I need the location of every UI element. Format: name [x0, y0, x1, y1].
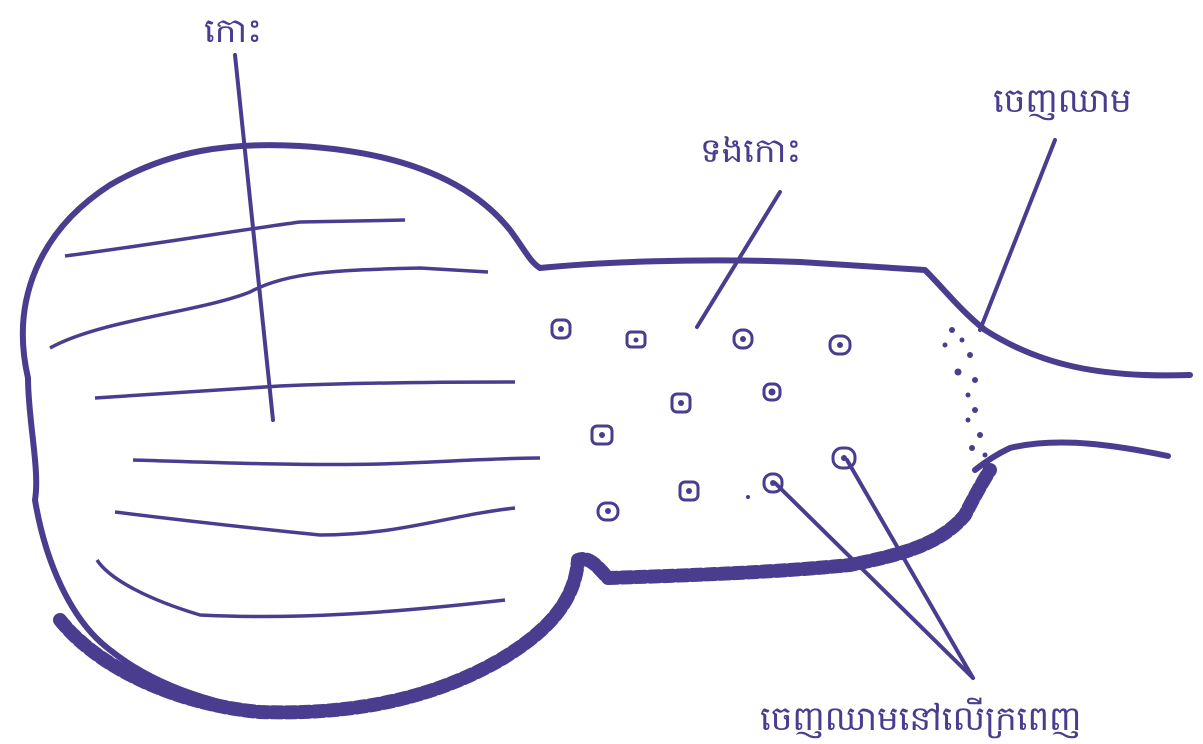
leader-exit-surface-a	[775, 483, 973, 678]
nodule	[734, 330, 752, 348]
leader-exit	[980, 140, 1055, 330]
nodule	[672, 394, 690, 412]
nodule	[764, 384, 780, 400]
label-island: កោះ	[204, 11, 262, 51]
stripe-line	[95, 382, 515, 398]
stripe-line	[97, 560, 505, 617]
bulb-stripes	[50, 220, 540, 617]
exit-speckles	[943, 327, 988, 458]
nodule	[830, 336, 850, 354]
stripe-line	[133, 458, 540, 465]
nodule	[598, 503, 618, 520]
nodule-speck	[746, 495, 750, 499]
exit-vessel-lower-outline	[975, 443, 1168, 470]
label-island-neck: ទងកោះ	[700, 131, 801, 171]
nodule	[592, 426, 612, 444]
nodule	[552, 320, 570, 338]
neck-nodules	[552, 320, 855, 520]
leader-island	[235, 55, 273, 420]
organ-outline-top	[23, 145, 1190, 378]
organ-outline-left	[28, 378, 310, 712]
stripe-line	[65, 220, 405, 256]
organ-crust-bottom	[60, 470, 990, 712]
label-exit: ចេញឈាម	[993, 81, 1132, 121]
label-exit-on-surface: ចេញឈាមនៅលើក្រពេញ	[760, 697, 1081, 739]
stripe-line	[115, 508, 515, 535]
leader-exit-surface-b	[847, 460, 973, 678]
nodule	[680, 482, 698, 500]
nodule	[627, 332, 645, 347]
stripe-line	[50, 268, 488, 348]
